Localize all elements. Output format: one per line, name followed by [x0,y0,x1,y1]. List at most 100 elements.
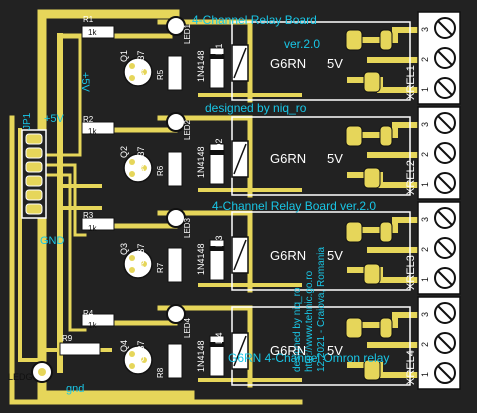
base-resistor [81,217,115,231]
diode-ref: D2 [214,138,224,150]
base-resistor-ref: R2 [83,115,94,124]
screw-slot [437,240,453,256]
transistor-pin [129,75,135,81]
channel-1-labels: R1 1k Q1 BC237 R5 1N4148 D1 G6RN 5V XREL… [83,15,417,100]
relay-coil-mark [233,47,247,79]
diode-ref: D3 [214,235,224,247]
transistor-pin [129,171,135,177]
connector-pads [25,133,43,215]
screw-slot [437,20,453,36]
status-led [166,112,186,132]
terminal-pin-number: 2 [420,152,430,157]
connector-pad [25,133,43,145]
relay-pad [379,29,393,51]
transistor-pin [129,267,135,273]
bottom-gnd-label: gnd [66,383,84,395]
relay-pad [345,29,363,51]
terminal-pin-number: 3 [420,27,430,32]
led-1-ref: LED1 [183,23,192,44]
relay-pad [363,167,381,189]
led-resistor [167,343,183,379]
base-resistor [81,313,115,327]
relay-voltage: 5V [327,248,343,263]
screw-slot [437,145,453,161]
terminal-pin-number: 1 [420,372,430,377]
terminal-pin-number: 2 [420,247,430,252]
connector-ref: JP1 [22,112,33,130]
vertical-credit-line-3: 12.2021 - Craiova, Romania [316,246,327,372]
transistor-pin [141,357,147,363]
relay-voltage: 5V [327,56,343,71]
transistor-pin [129,159,135,165]
status-led [166,208,186,228]
led-3-ref: LED3 [183,217,192,238]
screw-slot [437,305,453,321]
relay-pad [363,263,381,285]
led-resistor [167,55,183,91]
led-resistor-ref: R6 [156,165,165,176]
diode-ref: D1 [214,43,224,55]
relay-coil-mark [233,335,247,367]
terminal-screws [434,17,456,384]
relay-pad [345,125,363,147]
version-label: ver.2.0 [284,37,320,51]
relay-label: G6RN [270,343,306,358]
channel-components [81,16,393,381]
diode-ref: D4 [214,332,224,344]
transistor-pin [141,165,147,171]
transistor-part: BC237 [136,50,146,78]
connector-pad [25,189,43,201]
power-led [31,361,53,383]
diode-band [210,246,224,251]
terminal-pin-number: 3 [420,217,430,222]
screw-slot [437,335,453,351]
relay-pad [363,71,381,93]
terminal-ref: XREL2 [405,160,417,195]
led-resistor-ref: R8 [156,367,165,378]
connector-pad [25,147,43,159]
transistor-ref: Q1 [119,50,129,62]
transistor-pin [129,351,135,357]
led-resistor [167,247,183,283]
relay-pad [379,221,393,243]
transistor-part: BC237 [136,146,146,174]
led-resistor-ref: R5 [156,69,165,80]
led-4-ref: LED4 [183,317,192,338]
connector-plus-label: +5V [44,113,65,125]
relay-pad [345,221,363,243]
relay-pad [379,125,393,147]
transistor-part: BC237 [136,243,146,271]
vertical-credit-line-1: designed by niq_ro [292,287,303,372]
diode-part: 1N4148 [196,340,206,372]
terminal-pin-number: 1 [420,182,430,187]
designer-credit: designed by niq_ro [205,101,307,115]
base-resistor-value: 1k [88,321,97,330]
connector-pad [25,161,43,173]
transistor-ref: Q2 [119,146,129,158]
screw-slot [437,80,453,96]
terminal-pin-number: 3 [420,312,430,317]
base-resistor-ref: R3 [83,211,94,220]
connector-pad [25,203,43,215]
transistor-pin [141,69,147,75]
relay-voltage: 5V [327,343,343,358]
screw-slot [437,175,453,191]
channel-2-labels: R2 1k Q2 BC237 R6 1N4148 D2 G6RN 5V XREL… [83,115,417,195]
relay-pad [363,359,381,381]
screw-slot [437,210,453,226]
status-led [166,16,186,36]
r9-ref: R9 [62,334,73,343]
relay-voltage: 5V [327,151,343,166]
terminal-pin-number: 2 [420,57,430,62]
rail-plus-label: +5V [79,72,91,93]
screw-slot [437,270,453,286]
led-2-ref: LED2 [183,119,192,140]
transistor-pin [129,363,135,369]
base-resistor-value: 1k [88,224,97,233]
terminal-ref: XREL3 [405,255,417,290]
relay-coil-mark [233,239,247,271]
diode-part: 1N4148 [196,243,206,275]
base-resistor-value: 1k [88,127,97,136]
